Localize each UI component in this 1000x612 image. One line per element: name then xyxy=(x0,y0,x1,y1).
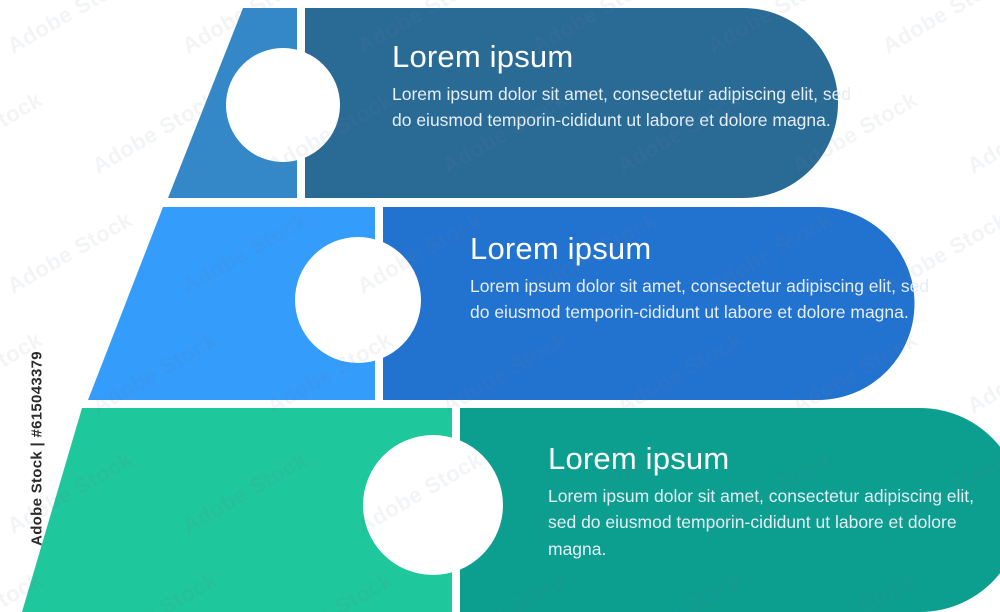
pyramid-level-3[interactable] xyxy=(22,408,1000,612)
level-3-band xyxy=(460,408,1000,612)
level-3-node-circle xyxy=(363,435,503,575)
level-2-band xyxy=(383,207,915,400)
level-1-node-circle xyxy=(226,48,340,162)
pyramid-level-1[interactable] xyxy=(168,8,838,198)
level-3-triangle xyxy=(22,408,452,612)
level-1-band xyxy=(305,8,838,198)
level-2-node-circle xyxy=(295,237,421,363)
stock-id-watermark: Adobe Stock | #615043379 xyxy=(28,351,46,546)
pyramid-level-2[interactable] xyxy=(88,207,915,400)
level-2-triangle xyxy=(88,207,375,400)
